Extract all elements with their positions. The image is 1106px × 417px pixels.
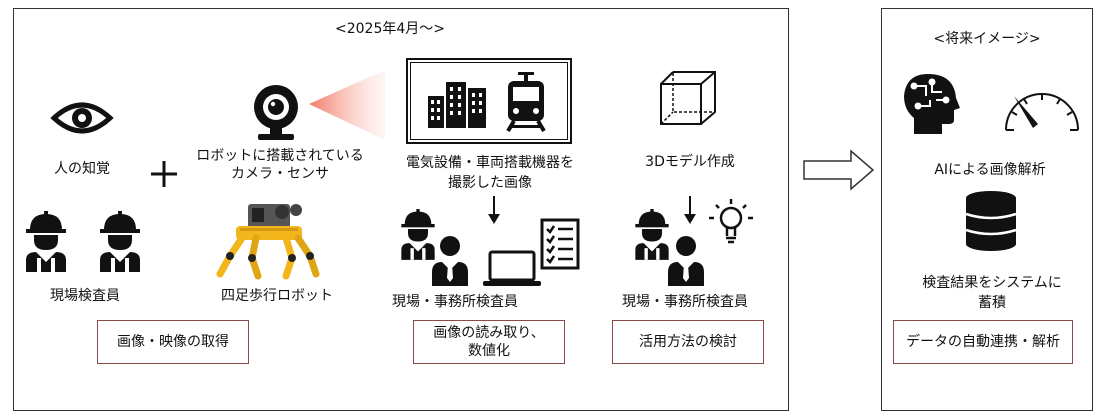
- office-inspectors-label-2: 現場・事務所検査員: [622, 294, 748, 310]
- storage-label: 検査結果をシステムに 蓄積: [922, 275, 1062, 311]
- down-arrow: [488, 196, 500, 224]
- robot-sensor-label: ロボットに搭載されている カメラ・センサ: [196, 148, 364, 182]
- read-digitize-box: 画像の読み取り、 数値化: [413, 320, 565, 364]
- ai-analysis-label: AIによる画像解析: [934, 162, 1046, 178]
- cube-3d-icon: [660, 71, 716, 125]
- database-icon: [965, 191, 1017, 251]
- checklist-icon: [540, 218, 580, 270]
- model-3d-label: 3Dモデル作成: [645, 154, 735, 170]
- office-inspectors-label: 現場・事務所検査員: [392, 294, 518, 310]
- quadruped-robot-label: 四足歩行ロボット: [221, 288, 333, 304]
- image-capture-caption: 電気設備・車両搭載機器を 撮影した画像: [406, 155, 574, 191]
- quadruped-robot-image: [216, 204, 320, 280]
- acquire-box: 画像・映像の取得: [97, 320, 249, 364]
- down-arrow: [684, 196, 696, 224]
- webcam-icon: [254, 85, 298, 140]
- field-inspectors-label: 現場検査員: [50, 288, 120, 304]
- gauge-icon: [1005, 93, 1079, 131]
- human-perception-label: 人の知覚: [54, 161, 110, 177]
- inspector-helmet-icon: [635, 209, 669, 260]
- capture-frame-inner: [410, 62, 568, 140]
- capture-frame: [406, 58, 572, 144]
- laptop-icon: [483, 250, 541, 286]
- camera-view-cone: [309, 70, 385, 140]
- transition-arrow: [803, 149, 875, 191]
- office-worker-icon: [668, 236, 704, 286]
- eye-icon: [50, 102, 114, 134]
- future-panel-title: <将来イメージ>: [933, 31, 1041, 47]
- inspector-helmet-icon: [26, 211, 66, 272]
- ai-head-icon: [904, 74, 960, 134]
- inspector-helmet-icon: [100, 211, 140, 272]
- inspector-helmet-icon: [401, 209, 435, 260]
- utilize-box: 活用方法の検討: [612, 320, 764, 364]
- buildings-icon: [428, 82, 486, 128]
- auto-link-box: データの自動連携・解析: [893, 320, 1073, 364]
- train-icon: [506, 72, 546, 133]
- current-panel-title: <2025年4月～>: [335, 21, 445, 37]
- lightbulb-icon: [709, 199, 753, 244]
- plus-icon: [151, 161, 177, 187]
- office-worker-icon: [432, 236, 468, 286]
